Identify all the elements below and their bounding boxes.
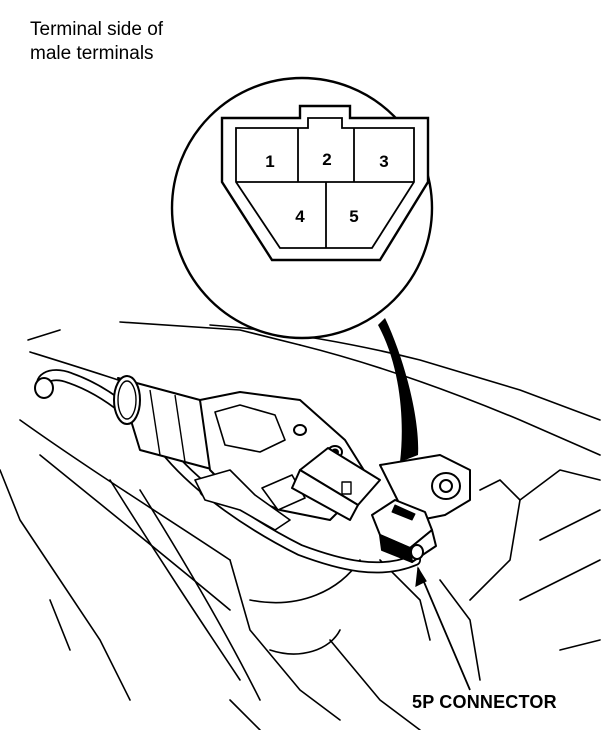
pin-5-label: 5 xyxy=(349,207,358,226)
pin-4-label: 4 xyxy=(295,207,305,226)
caption-line-2: male terminals xyxy=(30,43,154,64)
caption-line-1: Terminal side of xyxy=(30,19,164,40)
connector-pointer xyxy=(415,566,471,691)
caption-terminal-side: Terminal side of male terminals xyxy=(30,18,163,66)
pin-3-label: 3 xyxy=(379,152,388,171)
five-pin-connector-label: 5P CONNECTOR xyxy=(412,692,557,712)
terminal-face xyxy=(220,104,430,262)
actuator-side-connector xyxy=(291,447,381,521)
pin-2-label: 2 xyxy=(322,150,331,169)
pin-1-label: 1 xyxy=(265,152,274,171)
terminal-pin-numbers: 1 2 3 4 5 xyxy=(265,150,388,226)
magnifier-leader xyxy=(378,318,419,462)
five-pin-harness-connector xyxy=(371,499,437,563)
actuator-cable xyxy=(34,369,421,574)
